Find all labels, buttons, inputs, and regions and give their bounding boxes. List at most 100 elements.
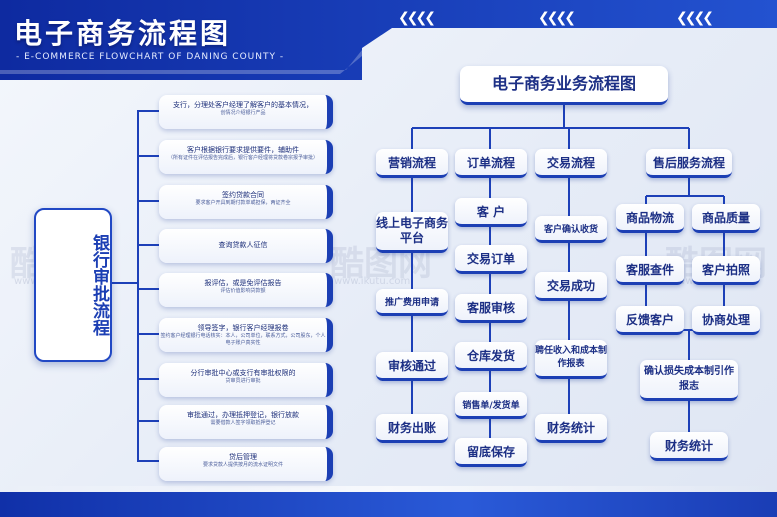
aftersale-node-text: 客户拍照: [701, 262, 750, 277]
loan-step-text: 分行审批中心或支行有审批权限的: [190, 369, 296, 377]
marketing-node-text: 财务出账: [387, 420, 436, 435]
order-node: 仓库发货: [455, 342, 527, 371]
chevron-left-icon: ❮❮❮❮: [538, 10, 576, 26]
loan-step-note: 创情况介绍银行产品: [220, 110, 266, 116]
header-shape: [0, 0, 777, 80]
loan-step: 审批通过，办理抵押登记，银行放款 需要借款人签字领取抵押登记: [159, 405, 333, 439]
aftersale-node-text: 客服查件: [625, 262, 674, 277]
aftersale-node: 反馈客户: [616, 306, 684, 335]
loan-step: 分行审批中心或支行有审批权限的 贷审员进行审批: [159, 363, 333, 397]
loan-step-text: 签约贷款合同: [222, 191, 264, 199]
connector-line: [137, 333, 159, 335]
marketing-header: 营销流程: [376, 149, 448, 178]
trade-node: 客户确认收货: [535, 216, 607, 243]
aftersale-header-text: 售后服务流程: [652, 155, 725, 170]
connector-line: [137, 244, 159, 246]
loan-step-text: 查询贷款人征信: [218, 241, 268, 249]
order-node: 销售单/发货单: [455, 392, 527, 419]
order-node-text: 仓库发货: [466, 348, 515, 363]
aftersale-node: 商品物流: [616, 204, 684, 233]
loan-step-note: 签约客户经理银行电话核实：本人，公司单位，联系方式，公司股东，个人电子账户真实性: [160, 333, 326, 346]
loan-step: 支行，分理处客户经理了解客户的基本情况， 创情况介绍银行产品: [159, 95, 333, 129]
order-node-text: 客服审核: [466, 300, 515, 315]
order-header: 订单流程: [455, 149, 527, 178]
trade-node-text: 聘任收入和成本制作报表: [535, 346, 608, 369]
connector-line: [137, 200, 159, 202]
marketing-node-text: 审核通过: [387, 358, 436, 373]
loan-step-text: 支行，分理处客户经理了解客户的基本情况，: [173, 101, 313, 109]
connector-line: [137, 420, 159, 422]
marketing-node: 审核通过: [376, 352, 448, 381]
trade-node-text: 客户确认收货: [543, 224, 598, 235]
loan-step-text: 领导签字，银行客户经理报卷: [197, 324, 289, 332]
marketing-node-text: 推广费用申请: [384, 297, 439, 308]
aftersale-node-text: 商品质量: [701, 210, 750, 225]
loan-step-text: 审批通过，办理抵押登记，银行放款: [187, 411, 299, 419]
aftersale-node: 财务统计: [650, 432, 728, 461]
order-node-text: 销售单/发货单: [462, 400, 520, 411]
loan-step-note: 要求贷款人提供按月的流水证明文件: [202, 462, 283, 468]
aftersale-header: 售后服务流程: [646, 149, 732, 178]
loan-step: 客户根据银行要求提供要件，辅助件 （所有证件在评估报告完成后，银行客户经理将贷款…: [159, 140, 333, 174]
trade-node: 交易成功: [535, 272, 607, 301]
marketing-node: 线上电子商务平台: [376, 212, 448, 253]
trade-header-text: 交易流程: [546, 155, 595, 170]
bottom-band: [0, 492, 777, 517]
bottom-highlight: [0, 486, 777, 494]
loan-step-note: 评估价值影响贷款额: [220, 288, 266, 294]
chevron-left-icon: ❮❮❮❮: [676, 10, 714, 26]
connector-line: [137, 110, 139, 460]
connector-line: [137, 378, 159, 380]
loan-step: 查询贷款人征信: [159, 229, 333, 263]
loan-step-note: 需要借款人签字领取抵押登记: [210, 420, 276, 426]
aftersale-node: 客服查件: [616, 256, 684, 285]
header-band: 电子商务流程图 - E-COMMERCE FLOWCHART OF DANING…: [0, 0, 777, 80]
connector-line: [137, 110, 159, 112]
aftersale-node-text: 商品物流: [625, 210, 674, 225]
order-node: 留底保存: [455, 438, 527, 467]
bank-approval-label: 银行审批流程: [89, 234, 109, 336]
order-node: 客 户: [455, 198, 527, 227]
aftersale-node: 客户拍照: [692, 256, 760, 285]
loan-step-text: 报评估，或是免评估报告: [204, 279, 282, 287]
watermark-url: www.ikutu.com: [334, 276, 411, 287]
order-node: 客服审核: [455, 294, 527, 323]
loan-step-note: （所有证件在评估报告完成后，银行客户经理将贷款卷宗报予审批）: [167, 155, 318, 161]
connector-line: [108, 282, 138, 284]
bank-approval-label-box: 银行审批流程: [34, 208, 112, 362]
marketing-node: 推广费用申请: [376, 289, 448, 316]
aftersale-node: 确认损失成本制引作报志: [640, 360, 738, 401]
page-subtitle: - E-COMMERCE FLOWCHART OF DANING COUNTY …: [16, 52, 285, 62]
marketing-header-text: 营销流程: [387, 155, 436, 170]
order-node-text: 客 户: [476, 204, 506, 219]
aftersale-node: 协商处理: [692, 306, 760, 335]
business-flow-title: 电子商务业务流程图: [460, 66, 668, 105]
loan-step-note: 要求客户开具到期付款单或担保，两证齐全: [195, 200, 291, 206]
loan-step: 领导签字，银行客户经理报卷 签约客户经理银行电话核实：本人，公司单位，联系方式，…: [159, 318, 333, 352]
trade-node: 财务统计: [535, 414, 607, 443]
chevron-left-icon: ❮❮❮❮: [398, 10, 436, 26]
aftersale-node-text: 反馈客户: [625, 312, 674, 327]
marketing-node-text: 线上电子商务平台: [376, 216, 449, 245]
marketing-node: 财务出账: [376, 414, 448, 443]
connector-line: [137, 288, 159, 290]
order-node: 交易订单: [455, 245, 527, 274]
trade-node-text: 交易成功: [546, 278, 595, 293]
trade-header: 交易流程: [535, 149, 607, 178]
trade-node-text: 财务统计: [546, 420, 595, 435]
loan-step-note: 贷审员进行审批: [225, 378, 261, 384]
loan-step: 报评估，或是免评估报告 评估价值影响贷款额: [159, 273, 333, 307]
order-node-text: 交易订单: [466, 251, 515, 266]
loan-step: 签约贷款合同 要求客户开具到期付款单或担保，两证齐全: [159, 185, 333, 219]
loan-step: 贷后管理 要求贷款人提供按月的流水证明文件: [159, 447, 333, 481]
connector-line: [137, 460, 159, 462]
aftersale-node-text: 协商处理: [701, 312, 750, 327]
page-title: 电子商务流程图: [14, 17, 232, 50]
connector-line: [137, 155, 159, 157]
aftersale-node: 商品质量: [692, 204, 760, 233]
order-header-text: 订单流程: [466, 155, 515, 170]
aftersale-node-text: 财务统计: [664, 438, 713, 453]
order-node-text: 留底保存: [466, 444, 515, 459]
trade-node: 聘任收入和成本制作报表: [535, 340, 607, 379]
